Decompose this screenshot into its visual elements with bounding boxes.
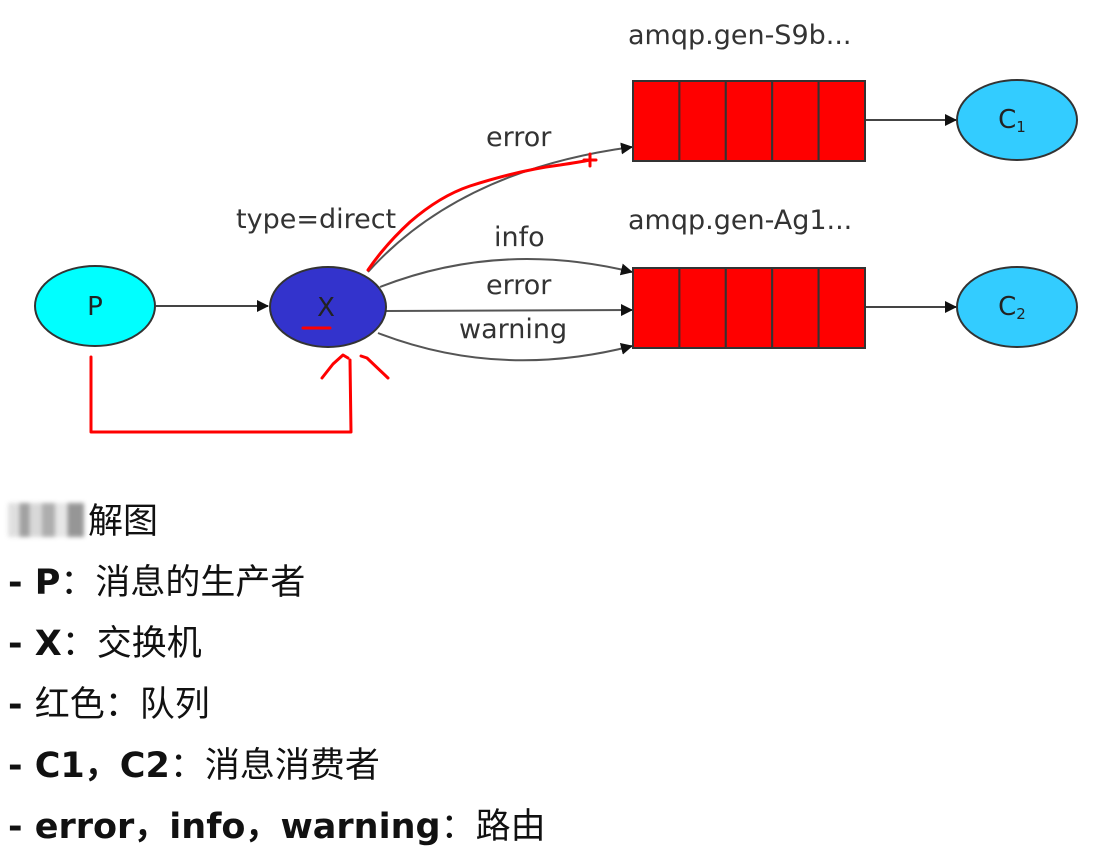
queue-slot xyxy=(724,80,774,162)
binding-label-error-q1: error xyxy=(486,122,552,153)
bullet-dash: - xyxy=(8,746,35,786)
hand-annotations xyxy=(89,152,598,434)
annotation-error-route-highlight xyxy=(366,158,592,272)
edge-x-to-q1-error xyxy=(367,142,633,273)
legend-description: 消息的生产者 xyxy=(95,563,306,603)
binding-label-error-q2: error xyxy=(486,270,552,301)
legend: 解图 - P：消息的生产者- X：交换机- 红色：队列- C1，C2：消息消费者… xyxy=(8,492,546,858)
legend-separator: ： xyxy=(440,807,476,847)
annotation-arrowhead-left xyxy=(320,353,350,380)
legend-title: 解图 xyxy=(88,502,159,542)
queue-2-name: amqp.gen-Ag1... xyxy=(628,205,852,236)
legend-separator: ： xyxy=(60,563,96,603)
queue-slot xyxy=(771,267,820,349)
legend-item: - P：消息的生产者 xyxy=(8,553,546,614)
queue-1-name: amqp.gen-S9b... xyxy=(628,20,852,51)
queue-slot xyxy=(771,80,820,162)
legend-key: X xyxy=(34,624,62,664)
bullet-dash: - xyxy=(8,807,35,847)
legend-separator: ： xyxy=(61,624,97,664)
queue-slot xyxy=(724,267,774,349)
legend-item: - error，info，warning：路由 xyxy=(8,797,546,858)
exchange-label: X xyxy=(317,293,335,323)
queue-slot xyxy=(678,267,727,349)
legend-separator: ： xyxy=(104,685,140,725)
legend-items: - P：消息的生产者- X：交换机- 红色：队列- C1，C2：消息消费者- e… xyxy=(8,553,546,858)
blurred-text xyxy=(8,503,84,537)
legend-item: - X：交换机 xyxy=(8,614,546,675)
edge-x-to-q2-error xyxy=(385,304,633,317)
legend-key: P xyxy=(34,563,61,603)
consumer2-node xyxy=(956,266,1078,348)
legend-description: 交换机 xyxy=(96,624,202,664)
binding-label-warning: warning xyxy=(459,314,567,345)
bullet-dash: - xyxy=(8,624,35,664)
exchange-node xyxy=(269,266,387,348)
queue-slot xyxy=(678,80,727,162)
legend-key: error，info，warning xyxy=(34,807,441,847)
legend-item: - C1，C2：消息消费者 xyxy=(8,736,546,797)
consumer2-label: C2 xyxy=(998,292,1026,323)
queue-slot xyxy=(632,80,681,162)
annotation-producer-to-exchange-line xyxy=(89,355,353,434)
annotation-route-tick xyxy=(582,152,598,168)
legend-description: 路由 xyxy=(475,807,546,847)
producer-label: P xyxy=(87,292,103,322)
bullet-dash: - xyxy=(8,685,35,725)
edge-x-to-q2-info xyxy=(379,258,633,288)
queue-2 xyxy=(632,267,866,349)
consumer1-label: C1 xyxy=(998,105,1026,136)
routing-diagram: P X C1 C2 amqp.gen-S9b... amqp.gen-Ag1..… xyxy=(34,20,1078,434)
queue-slot xyxy=(817,267,866,349)
exchange-type-label: type=direct xyxy=(236,204,396,235)
queue-slot xyxy=(817,80,866,162)
annotation-arrowhead-right xyxy=(359,354,390,380)
binding-label-info: info xyxy=(494,222,545,253)
producer-node xyxy=(34,265,156,347)
legend-separator: ： xyxy=(169,746,205,786)
legend-key: 红色 xyxy=(34,685,105,725)
legend-description: 队列 xyxy=(139,685,210,725)
legend-description: 消息消费者 xyxy=(204,746,380,786)
legend-item: - 红色：队列 xyxy=(8,675,546,736)
consumer1-node xyxy=(956,79,1078,161)
bullet-dash: - xyxy=(8,563,35,603)
edge-x-to-q2-warning xyxy=(377,332,633,362)
queue-slot xyxy=(632,267,681,349)
legend-key: C1，C2 xyxy=(34,746,170,786)
queue-1 xyxy=(632,80,866,162)
legend-title-row: 解图 xyxy=(8,492,546,553)
